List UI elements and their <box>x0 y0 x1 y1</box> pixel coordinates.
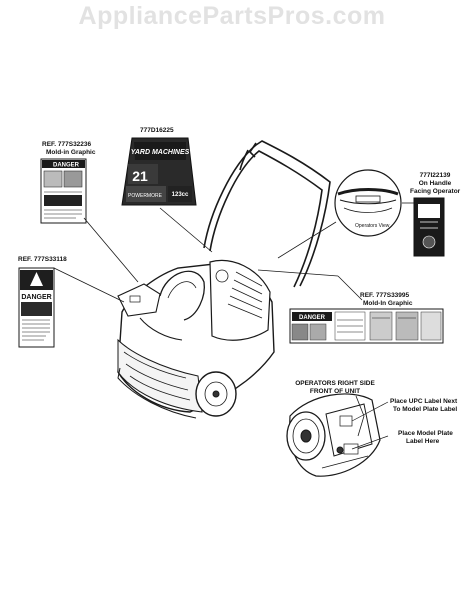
decal-777s33995[interactable]: DANGER <box>289 308 444 344</box>
part-777i22139-sublabel-1: On Handle <box>418 180 452 187</box>
danger-header-3: DANGER <box>299 315 326 321</box>
model-number-text: 21 <box>132 168 148 184</box>
snowblower-body <box>117 260 275 419</box>
decal-777s33118[interactable]: DANGER <box>18 267 55 348</box>
upc-label-text-1: Place UPC Label Next <box>390 398 458 405</box>
decal-777i22139[interactable] <box>413 197 445 257</box>
model-plate-text-2: Label Here <box>406 438 440 445</box>
front-of-unit-label: FRONT OF UNIT <box>309 388 361 395</box>
operators-view-caption: Operators View <box>355 223 390 229</box>
danger-header-1: DANGER <box>53 163 80 169</box>
watermark: AppliancePartsPros.com <box>78 2 386 30</box>
model-plate-text-1: Place Model Plate <box>398 430 453 437</box>
ref-777s33995-label: REF. 777S33995 <box>360 292 410 299</box>
powermore-text: POWERMORE <box>128 193 163 199</box>
part-777i22139-label: 777I22139 <box>419 172 451 179</box>
ref-777s32236-sublabel: Mold-in Graphic <box>46 149 96 156</box>
model-plate-inset <box>286 393 389 477</box>
operators-view-inset <box>334 169 402 237</box>
ref-777s32236-label: REF. 777S32236 <box>42 141 92 148</box>
decal-777d16225[interactable]: YARD MACHINES 21 POWERMORE 123cc <box>121 137 197 206</box>
danger-header-2: DANGER <box>21 294 51 301</box>
part-777d16225-label: 777D16225 <box>140 127 174 134</box>
part-777i22139-sublabel-2: Facing Operator <box>410 188 461 195</box>
snowblower-handle <box>203 140 331 288</box>
cc-text: 123cc <box>172 192 189 198</box>
operators-right-side-label: OPERATORS RIGHT SIDE <box>295 380 375 387</box>
ref-777s33995-sublabel: Mold-In Graphic <box>363 300 413 307</box>
ref-777s33118-label: REF. 777S33118 <box>18 256 67 263</box>
leader-lines <box>53 202 414 303</box>
decal-777s32236[interactable]: DANGER <box>40 158 87 224</box>
upc-label-text-2: To Model Plate Label <box>393 406 458 413</box>
yard-machines-logo: YARD MACHINES <box>131 149 190 156</box>
